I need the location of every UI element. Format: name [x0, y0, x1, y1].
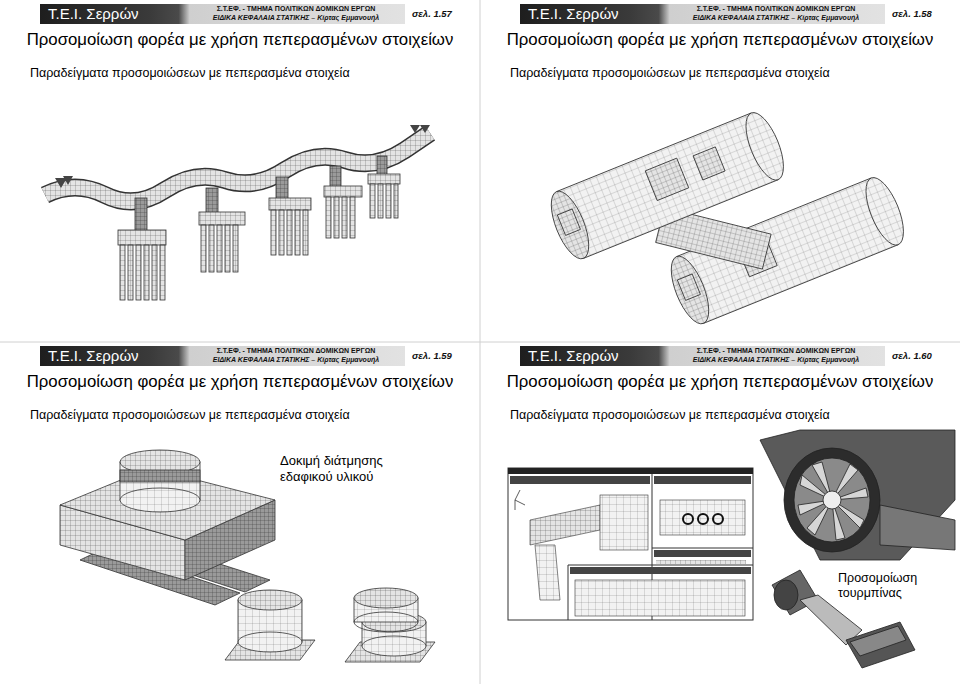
tunnel-model: [544, 108, 912, 329]
slide-frame: Τ.Ε.Ι. Σερρών Σ.Τ.ΕΦ. - ΤΜΗΜΑ ΠΟΛΙΤΙΚΩΝ Δ…: [480, 0, 960, 342]
figure-label: Δοκιμή διάτμησης εδαφικού υλικού: [280, 453, 410, 484]
software-screens: [508, 468, 753, 620]
slide-subtitle: Παραδείγματα προσομοιώσεων με πεπερασμέν…: [510, 408, 830, 423]
department-line: Σ.Τ.ΕΦ. - ΤΜΗΜΑ ΠΟΛΙΤΙΚΩΝ ΔΟΜΙΚΩΝ ΕΡΓΩΝ: [670, 347, 882, 355]
course-line: ΕΙΔΙΚΑ ΚΕΦΑΛΑΙΑ ΣΤΑΤΙΚΗΣ – Κίρτας Εμμανο…: [190, 14, 402, 22]
page-number: σελ. 1.60: [892, 350, 932, 361]
slide-title: Προσομοίωση φορέα με χρήση πεπερασμένων …: [480, 30, 960, 50]
institution-logo-text: Τ.Ε.Ι. Σερρών: [48, 4, 139, 24]
header-bar: Τ.Ε.Ι. Σερρών Σ.Τ.ΕΦ. - ΤΜΗΜΑ ΠΟΛΙΤΙΚΩΝ Δ…: [520, 346, 885, 366]
slide-subtitle: Παραδείγματα προσομοιώσεων με πεπερασμέν…: [30, 66, 350, 81]
slide-subtitle: Παραδείγματα προσομοιώσεων με πεπερασμέν…: [30, 408, 350, 423]
course-line: ΕΙΔΙΚΑ ΚΕΦΑΛΑΙΑ ΣΤΑΤΙΚΗΣ – Κίρτας Εμμανο…: [670, 356, 882, 364]
slide-subtitle: Παραδείγματα προσομοιώσεων με πεπερασμέν…: [510, 66, 830, 81]
header-bar: Τ.Ε.Ι. Σερρών Σ.Τ.ΕΦ. - ΤΜΗΜΑ ΠΟΛΙΤΙΚΩΝ Δ…: [40, 346, 405, 366]
shear-test-model: [60, 450, 435, 662]
bridge-model: [45, 125, 430, 300]
slide-title: Προσομοίωση φορέα με χρήση πεπερασμένων …: [480, 372, 960, 392]
institution-logo-text: Τ.Ε.Ι. Σερρών: [48, 346, 139, 366]
turbine-model: [760, 430, 955, 560]
header-bar: Τ.Ε.Ι. Σερρών Σ.Τ.ΕΦ. - ΤΜΗΜΑ ΠΟΛΙΤΙΚΩΝ Δ…: [520, 4, 885, 24]
department-line: Σ.Τ.ΕΦ. - ΤΜΗΜΑ ΠΟΛΙΤΙΚΩΝ ΔΟΜΙΚΩΝ ΕΡΓΩΝ: [190, 347, 402, 355]
department-line: Σ.Τ.ΕΦ. - ΤΜΗΜΑ ΠΟΛΙΤΙΚΩΝ ΔΟΜΙΚΩΝ ΕΡΓΩΝ: [190, 5, 402, 13]
slide-title: Προσομοίωση φορέα με χρήση πεπερασμένων …: [0, 372, 480, 392]
department-line: Σ.Τ.ΕΦ. - ΤΜΗΜΑ ΠΟΛΙΤΙΚΩΝ ΔΟΜΙΚΩΝ ΕΡΓΩΝ: [670, 5, 882, 13]
institution-logo-text: Τ.Ε.Ι. Σερρών: [528, 346, 619, 366]
slide-frame: Τ.Ε.Ι. Σερρών Σ.Τ.ΕΦ. - ΤΜΗΜΑ ΠΟΛΙΤΙΚΩΝ Δ…: [0, 0, 480, 342]
header-bar: Τ.Ε.Ι. Σερρών Σ.Τ.ΕΦ. - ΤΜΗΜΑ ΠΟΛΙΤΙΚΩΝ Δ…: [40, 4, 405, 24]
course-line: ΕΙΔΙΚΑ ΚΕΦΑΛΑΙΑ ΣΤΑΤΙΚΗΣ – Κίρτας Εμμανο…: [190, 356, 402, 364]
page-number: σελ. 1.57: [412, 8, 452, 19]
slide-title: Προσομοίωση φορέα με χρήση πεπερασμένων …: [0, 30, 480, 50]
figure-label: Προσομοίωση τουρμπίνας: [836, 570, 938, 602]
institution-logo-text: Τ.Ε.Ι. Σερρών: [528, 4, 619, 24]
course-line: ΕΙΔΙΚΑ ΚΕΦΑΛΑΙΑ ΣΤΑΤΙΚΗΣ – Κίρτας Εμμανο…: [670, 14, 882, 22]
page-number: σελ. 1.59: [412, 350, 452, 361]
slide-frame: Τ.Ε.Ι. Σερρών Σ.Τ.ΕΦ. - ΤΜΗΜΑ ΠΟΛΙΤΙΚΩΝ Δ…: [480, 342, 960, 684]
slide-frame: Τ.Ε.Ι. Σερρών Σ.Τ.ΕΦ. - ΤΜΗΜΑ ΠΟΛΙΤΙΚΩΝ Δ…: [0, 342, 480, 684]
page-number: σελ. 1.58: [892, 8, 932, 19]
